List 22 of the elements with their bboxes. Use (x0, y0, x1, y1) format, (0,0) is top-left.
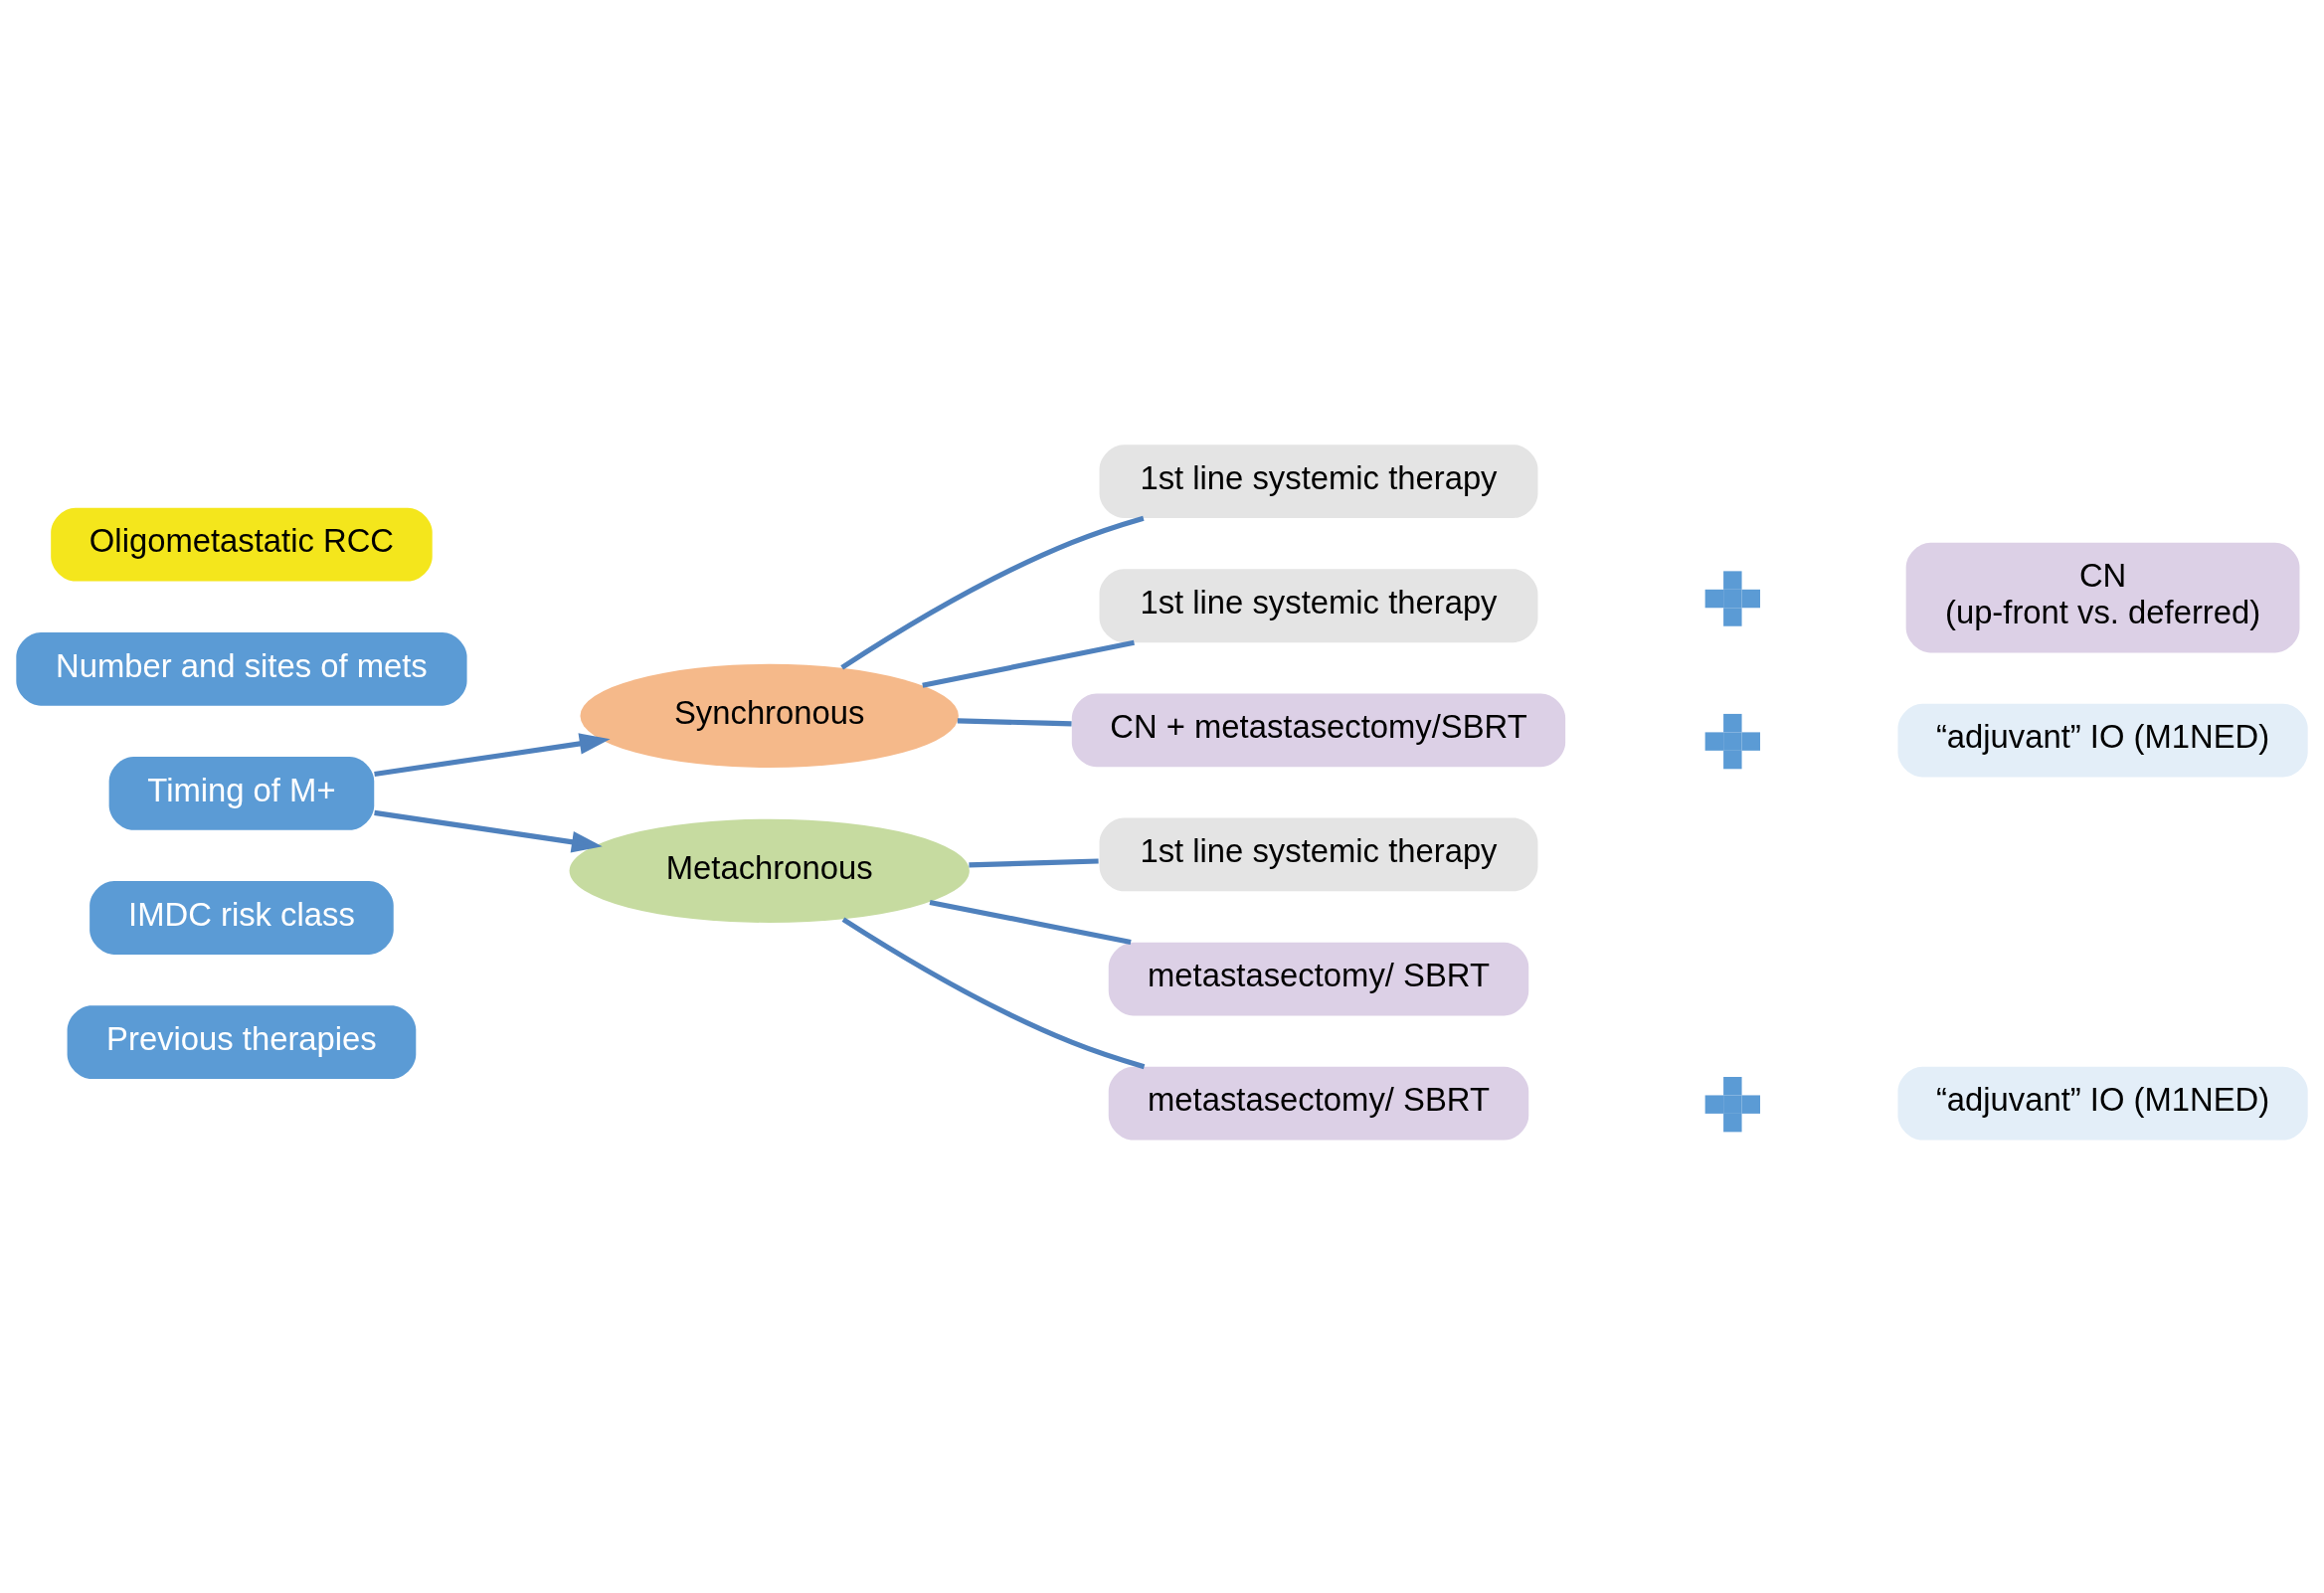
arrow (374, 809, 603, 852)
node-box: Number and sites of mets (16, 631, 467, 706)
node-box: metastasectomy/ SBRT (1108, 942, 1529, 1015)
node-box: Previous therapies (67, 1004, 417, 1079)
node-box: IMDC risk class (89, 880, 394, 955)
node-box: 1st line systemic therapy (1099, 443, 1538, 518)
connector (922, 639, 1135, 688)
connector (929, 899, 1132, 945)
node-box: Oligometastatic RCC (51, 507, 433, 582)
node-box: metastasectomy/ SBRT (1108, 1066, 1529, 1141)
node-box: Timing of M+ (108, 756, 375, 830)
connector (840, 515, 1145, 670)
connector (957, 717, 1072, 726)
arrow (374, 732, 611, 777)
connector (969, 857, 1099, 867)
node-box: “adjuvant” IO (M1NED) (1897, 1066, 2308, 1141)
node-box: 1st line systemic therapy (1099, 817, 1538, 891)
node-box: “adjuvant” IO (M1NED) (1897, 703, 2308, 777)
connector (841, 916, 1146, 1069)
node-box: 1st line systemic therapy (1099, 568, 1538, 642)
node-box: CN + metastasectomy/SBRT (1071, 692, 1566, 767)
node-box: CN (up-front vs. deferred) (1905, 542, 2300, 652)
